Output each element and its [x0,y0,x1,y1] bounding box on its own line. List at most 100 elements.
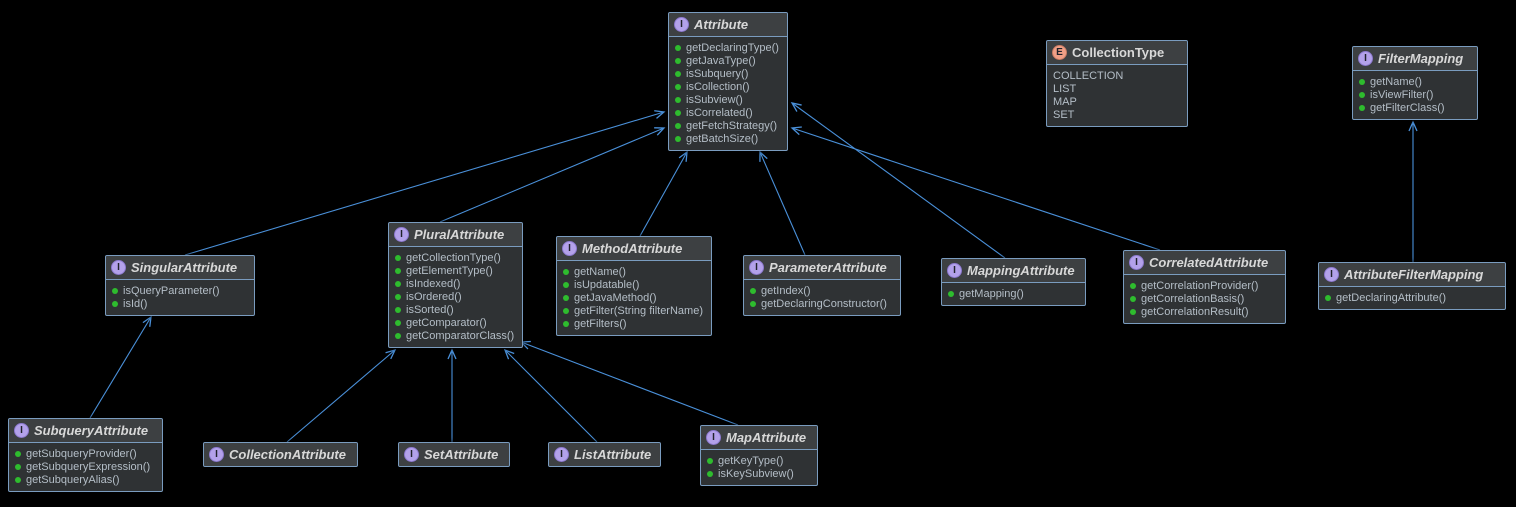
method-label: getSubqueryProvider() [26,447,137,460]
method-label: getFilters() [574,317,627,330]
method-row: getElementType() [395,264,514,277]
method-label: isViewFilter() [1370,88,1434,101]
method-row: getFilterClass() [1359,101,1469,114]
method-row: getDeclaringType() [675,41,779,54]
edge-collectionattribute-to-pluralattribute [286,348,397,443]
class-node-singularattribute[interactable]: I SingularAttribute isQueryParameter() i… [105,255,255,316]
method-label: getElementType() [406,264,493,277]
enum-node-collectiontype[interactable]: E CollectionType COLLECTION LIST MAP SET [1046,40,1188,127]
class-node-correlatedattribute[interactable]: I CorrelatedAttribute getCorrelationProv… [1123,250,1286,324]
method-label: getName() [574,265,626,278]
method-row: getCorrelationProvider() [1130,279,1277,292]
method-row: getCollectionType() [395,251,514,264]
class-node-pluralattribute[interactable]: I PluralAttribute getCollectionType() ge… [388,222,524,348]
method-label: getDeclaringAttribute() [1336,291,1447,304]
class-node-subqueryattribute[interactable]: I SubqueryAttribute getSubqueryProvider(… [8,418,163,492]
node-title: ParameterAttribute [769,260,887,275]
method-row: getSubqueryExpression() [15,460,154,473]
public-method-icon [750,287,756,294]
class-node-listattribute[interactable]: I ListAttribute [548,442,662,467]
node-header: I MapAttribute [701,426,817,450]
interface-icon: I [404,447,419,462]
public-method-icon [750,300,756,307]
edge-pluralattribute-to-attribute [439,127,666,223]
node-title: SingularAttribute [131,260,238,275]
method-row: getFilters() [563,317,703,330]
class-node-attribute[interactable]: I Attribute getDeclaringType() getJavaTy… [668,12,788,151]
method-label: getCorrelationBasis() [1141,292,1245,305]
node-members: getName() isViewFilter() getFilterClass(… [1353,71,1477,119]
edge-listattribute-to-pluralattribute [503,348,598,443]
class-node-mapattribute[interactable]: I MapAttribute getKeyType() isKeySubview… [700,425,818,486]
public-method-icon [1359,104,1365,111]
method-label: getJavaType() [686,54,756,67]
node-members: COLLECTION LIST MAP SET [1047,65,1187,126]
interface-icon: I [394,227,409,242]
class-node-parameterattribute[interactable]: I ParameterAttribute getIndex() getDecla… [743,255,901,316]
node-title: SetAttribute [424,447,499,462]
node-header: E CollectionType [1047,41,1187,65]
node-title: CollectionType [1072,45,1165,60]
node-title: Attribute [694,17,749,32]
public-method-icon [675,70,681,77]
method-label: isKeySubview() [718,467,794,480]
method-row: isSubview() [675,93,779,106]
node-header: I ListAttribute [549,443,661,466]
method-row: isCorrelated() [675,106,779,119]
method-row: getKeyType() [707,454,809,467]
interface-icon: I [1129,255,1144,270]
class-node-setattribute[interactable]: I SetAttribute [398,442,510,467]
class-node-attributefiltermapping[interactable]: I AttributeFilterMapping getDeclaringAtt… [1318,262,1506,310]
edge-mappingattribute-to-attribute [790,102,1006,259]
node-members: getDeclaringAttribute() [1319,287,1505,309]
public-method-icon [1130,295,1136,302]
method-label: getCollectionType() [406,251,501,264]
class-node-methodattribute[interactable]: I MethodAttribute getName() isUpdatable(… [556,236,712,336]
method-row: getName() [1359,75,1469,88]
node-header: I SingularAttribute [106,256,254,280]
method-row: isSubquery() [675,67,779,80]
method-row: isId() [112,297,246,310]
method-row: isSorted() [395,303,514,316]
interface-icon: I [14,423,29,438]
edge-singularattribute-to-attribute [184,110,666,256]
interface-icon: I [1324,267,1339,282]
method-row: getDeclaringAttribute() [1325,291,1497,304]
method-label: getSubqueryAlias() [26,473,120,486]
method-label: isQueryParameter() [123,284,220,297]
method-label: getFilterClass() [1370,101,1445,114]
class-node-mappingattribute[interactable]: I MappingAttribute getMapping() [941,258,1086,306]
edge-subqueryattribute-to-singularattribute [89,315,152,419]
node-members: getMapping() [942,283,1085,305]
class-node-collectionattribute[interactable]: I CollectionAttribute [203,442,358,467]
node-members: getCorrelationProvider() getCorrelationB… [1124,275,1285,323]
method-row: isCollection() [675,80,779,93]
method-row: isOrdered() [395,290,514,303]
public-method-icon [675,122,681,129]
public-method-icon [395,306,401,313]
public-method-icon [395,254,401,261]
method-label: getSubqueryExpression() [26,460,151,473]
method-row: getFilter(String filterName) [563,304,703,317]
method-row: getJavaType() [675,54,779,67]
node-members: getKeyType() isKeySubview() [701,450,817,485]
class-node-filtermapping[interactable]: I FilterMapping getName() isViewFilter()… [1352,46,1478,120]
method-label: isOrdered() [406,290,462,303]
enum-constant-row: MAP [1053,95,1179,108]
method-row: isUpdatable() [563,278,703,291]
node-title: MethodAttribute [582,241,683,256]
interface-icon: I [209,447,224,462]
method-row: getMapping() [948,287,1077,300]
node-header: I Attribute [669,13,787,37]
public-method-icon [675,96,681,103]
method-row: getSubqueryAlias() [15,473,154,486]
method-label: isCollection() [686,80,750,93]
public-method-icon [707,470,713,477]
node-title: FilterMapping [1378,51,1464,66]
method-row: getDeclaringConstructor() [750,297,892,310]
public-method-icon [1130,282,1136,289]
interface-icon: I [111,260,126,275]
public-method-icon [112,287,118,294]
